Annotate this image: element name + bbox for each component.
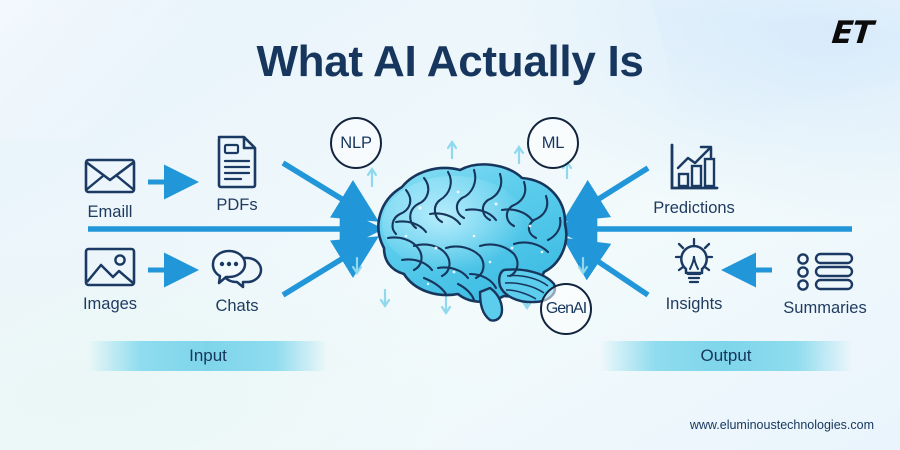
output-node-predictions: Predictions bbox=[640, 136, 748, 218]
output-label-summaries: Summaries bbox=[783, 299, 867, 317]
input-section-label: Input bbox=[189, 346, 227, 365]
arrow-input-bottom-to-brain bbox=[281, 236, 379, 298]
bullet-list-icon bbox=[771, 236, 879, 292]
image-icon bbox=[56, 232, 164, 288]
input-node-images: Images bbox=[56, 232, 164, 314]
lightbulb-icon bbox=[640, 232, 748, 288]
input-bar-fill bbox=[88, 341, 328, 371]
input-label-pdfs: PDFs bbox=[216, 196, 258, 214]
output-bar-fill bbox=[600, 341, 852, 371]
output-node-summaries: Summaries bbox=[771, 236, 879, 318]
output-section-label: Output bbox=[700, 346, 752, 365]
envelope-icon bbox=[56, 140, 164, 196]
output-label-predictions: Predictions bbox=[653, 199, 735, 217]
document-icon bbox=[183, 133, 291, 189]
input-label-email: Emaill bbox=[87, 203, 133, 221]
input-section-bar: Input bbox=[88, 341, 328, 371]
output-node-insights: Insights bbox=[640, 232, 748, 314]
arrow-output-top-to-brain bbox=[562, 165, 650, 222]
arrow-output-bottom-to-brain bbox=[562, 237, 650, 298]
input-label-images: Images bbox=[82, 295, 138, 313]
input-label-chats: Chats bbox=[215, 297, 259, 315]
chat-bubbles-icon bbox=[183, 234, 291, 290]
output-label-insights: Insights bbox=[665, 295, 723, 313]
input-node-pdfs: PDFs bbox=[183, 133, 291, 215]
input-node-email: Emaill bbox=[56, 140, 164, 222]
signal-arrow-down-far-left bbox=[351, 256, 363, 275]
arrow-input-top-to-brain bbox=[281, 160, 379, 222]
bar-chart-trend-icon bbox=[640, 136, 748, 192]
footer-url: www.eluminoustechnologies.com bbox=[689, 418, 874, 432]
badge-ml: ML bbox=[527, 117, 579, 169]
badge-genai: GenAI bbox=[540, 283, 592, 335]
page-title: What AI Actually Is bbox=[256, 37, 644, 86]
input-node-chats: Chats bbox=[183, 234, 291, 316]
output-section-bar: Output bbox=[600, 341, 852, 371]
brain-illustration bbox=[362, 152, 582, 322]
badge-nlp: NLP bbox=[330, 117, 382, 169]
